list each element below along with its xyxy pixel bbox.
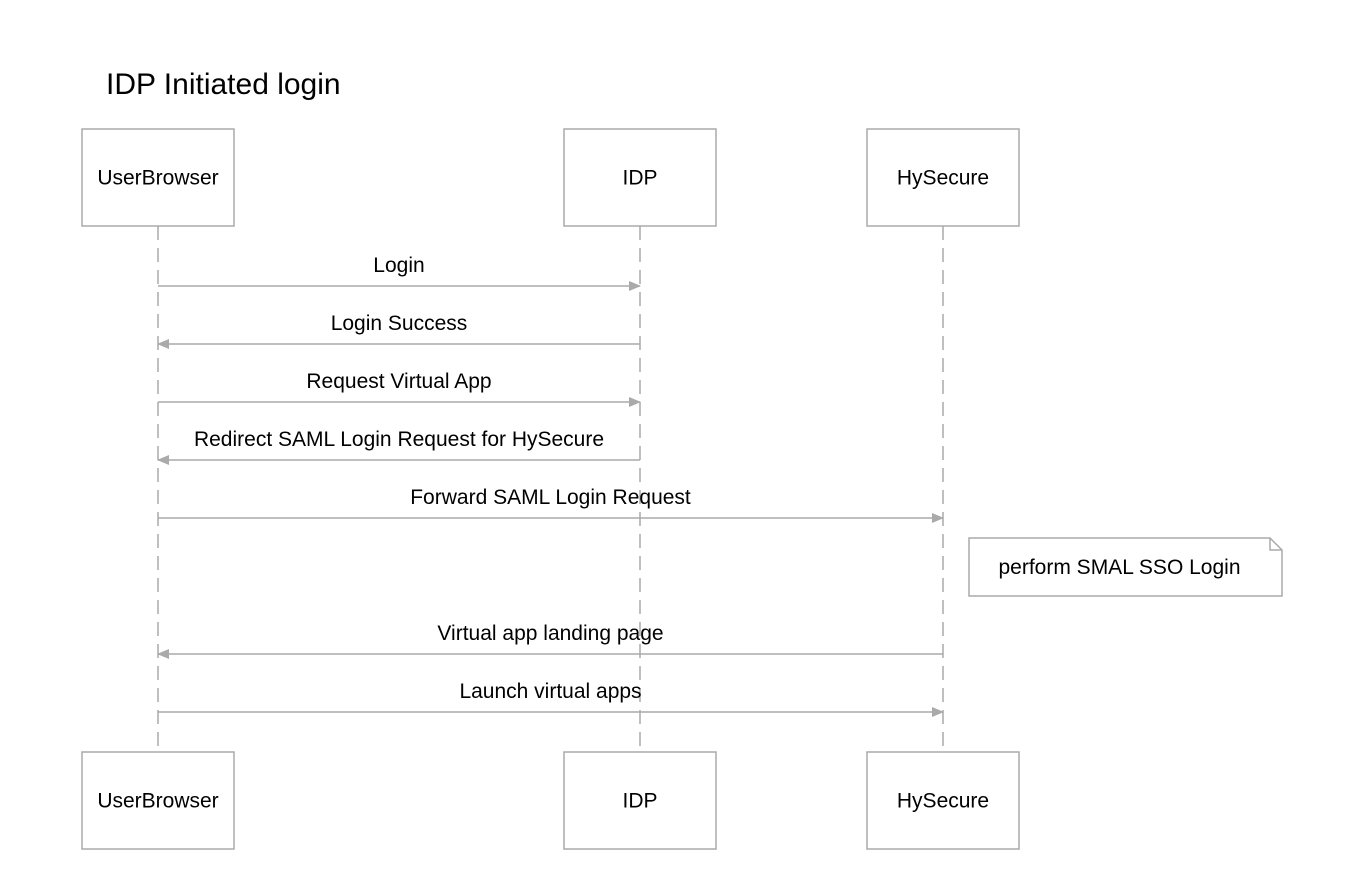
participant-rect (563, 751, 717, 850)
message-label: Redirect SAML Login Request for HySecure (194, 428, 604, 451)
message-5: Forward SAML Login Request (158, 486, 944, 523)
note-shape (968, 537, 1283, 597)
message-1: Login (158, 254, 641, 291)
participant-box-idp-top: IDP (563, 128, 717, 227)
participant-label: UserBrowser (97, 167, 218, 190)
participant-box-user-bottom: UserBrowser (81, 751, 235, 850)
message-2: Login Success (157, 312, 640, 349)
participant-label: IDP (622, 167, 657, 190)
message-label: Login Success (331, 312, 468, 335)
note-label: perform SMAL SSO Login (999, 556, 1241, 579)
participant-label: HySecure (897, 790, 989, 813)
message-label: Virtual app landing page (437, 622, 663, 645)
participant-label: UserBrowser (97, 790, 218, 813)
message-label: Launch virtual apps (459, 680, 641, 703)
diagram-title: IDP Initiated login (106, 68, 341, 101)
message-label: Forward SAML Login Request (410, 486, 691, 509)
participant-rect (866, 751, 1020, 850)
participant-label: IDP (622, 790, 657, 813)
message-label: Request Virtual App (306, 370, 491, 393)
message-label: Login (373, 254, 424, 277)
message-7: Launch virtual apps (158, 680, 944, 717)
note-fold (1269, 538, 1282, 551)
participant-label: HySecure (897, 167, 989, 190)
message-4: Redirect SAML Login Request for HySecure (157, 428, 640, 465)
participant-box-hys-bottom: HySecure (866, 751, 1020, 850)
message-6: Virtual app landing page (157, 622, 943, 659)
participant-box-hys-top: HySecure (866, 128, 1020, 227)
message-3: Request Virtual App (158, 370, 641, 407)
participant-rect (563, 128, 717, 227)
participant-box-idp-bottom: IDP (563, 751, 717, 850)
participant-rect (81, 128, 235, 227)
note-box: perform SMAL SSO Login (968, 537, 1283, 597)
participant-rect (81, 751, 235, 850)
participant-rect (866, 128, 1020, 227)
participant-box-user-top: UserBrowser (81, 128, 235, 227)
